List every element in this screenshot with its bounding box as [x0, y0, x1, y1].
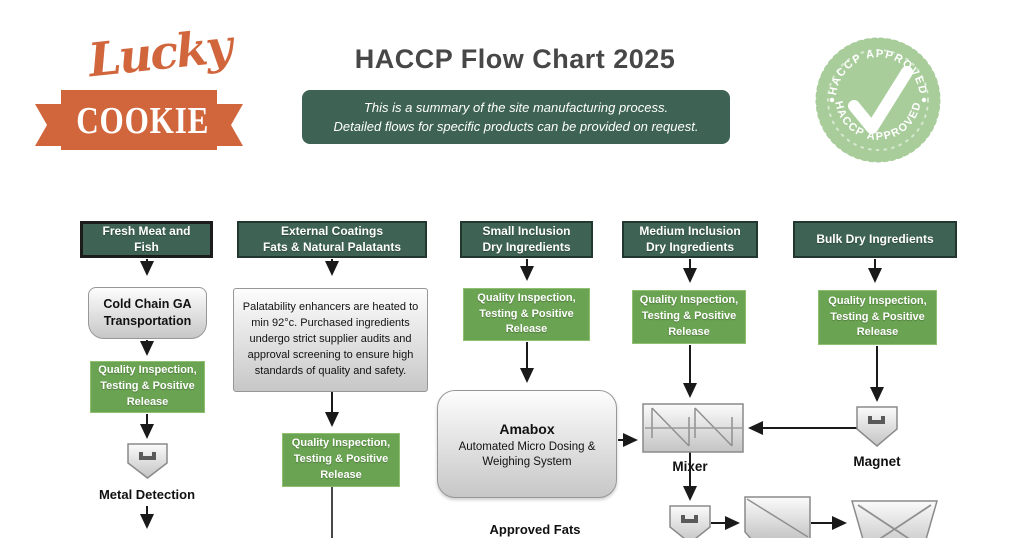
header-line: Medium Inclusion — [639, 223, 741, 238]
metal-detector-icon — [127, 443, 168, 479]
header-line: External Coatings — [280, 223, 384, 238]
amabox-subtitle-line2: Weighing System — [482, 455, 572, 468]
metal-detector-icon-2 — [669, 505, 711, 538]
haccp-approved-badge: HACCP APPROVED HACCP APPROVED — [815, 37, 941, 163]
metal-detection-label: Metal Detection — [98, 487, 196, 502]
sifter-icon — [744, 496, 811, 538]
summary-note-line2: Detailed flows for specific products can… — [333, 119, 699, 134]
ribbon-right-fork — [215, 104, 243, 146]
quality-inspection-box-2: Quality Inspection, Testing & Positive R… — [282, 433, 400, 487]
header-box-small-inclusion: Small Inclusion Dry Ingredients — [460, 221, 593, 258]
cold-chain-text: Cold Chain GA Transportation — [103, 297, 192, 328]
header-box-medium-inclusion: Medium Inclusion Dry Ingredients — [622, 221, 758, 258]
header-line: Dry Ingredients — [645, 239, 735, 254]
header-line: Fats & Natural Palatants — [262, 239, 402, 254]
amabox-title: Amabox — [499, 420, 555, 437]
amabox-box: Amabox Automated Micro Dosing & Weighing… — [437, 390, 617, 498]
header-line: Fresh Meat and — [102, 223, 191, 238]
palatability-note-box: Palatability enhancers are heated to min… — [233, 288, 428, 392]
quality-inspection-text: Quality Inspection, Testing & Positive R… — [828, 294, 927, 339]
quality-inspection-text: Quality Inspection, Testing & Positive R… — [639, 294, 739, 338]
badge-scalloped-edge — [815, 37, 941, 163]
header-box-fresh-meat-fish: Fresh Meat and Fish — [80, 221, 213, 258]
ribbon-left-fork — [35, 104, 63, 146]
magnet-icon — [856, 406, 898, 447]
summary-note: This is a summary of the site manufactur… — [302, 90, 730, 144]
header-box-bulk-dry: Bulk Dry Ingredients — [793, 221, 957, 258]
header-line: Dry Ingredients — [482, 239, 571, 254]
check-icon — [848, 66, 913, 134]
quality-inspection-box-5: Quality Inspection, Testing & Positive R… — [818, 290, 937, 345]
header-box-external-coatings: External Coatings Fats & Natural Palatan… — [237, 221, 427, 258]
header-line: Fish — [134, 239, 159, 254]
badge-separator-dot-right — [921, 97, 927, 103]
badge-separator-dot-left — [829, 97, 835, 103]
approved-fats-label: Approved Fats — [489, 522, 581, 537]
magnet-label: Magnet — [853, 454, 901, 469]
header-line: Bulk Dry Ingredients — [816, 231, 934, 246]
cookie-ribbon — [35, 90, 243, 150]
cold-chain-box: Cold Chain GA Transportation — [88, 287, 207, 339]
quality-inspection-box-1: Quality Inspection, Testing & Positive R… — [90, 361, 205, 413]
quality-inspection-text: Quality Inspection, Testing & Positive R… — [291, 437, 391, 481]
palatability-note-text: Palatability enhancers are heated to min… — [242, 301, 419, 377]
amabox-subtitle-line1: Automated Micro Dosing & — [458, 440, 596, 453]
summary-note-line1: This is a summary of the site manufactur… — [363, 99, 669, 115]
cookie-banner-text: COOKIE — [76, 100, 210, 142]
badge-dotted-ring — [827, 49, 929, 151]
mixer-icon — [642, 403, 744, 453]
quality-inspection-box-3: Quality Inspection, Testing & Positive R… — [463, 288, 590, 341]
header-line: Small Inclusion — [482, 223, 571, 238]
quality-inspection-text: Quality Inspection, Testing & Positive R… — [477, 291, 576, 336]
hopper-icon — [851, 500, 938, 538]
quality-inspection-text: Quality Inspection, Testing & Positive R… — [98, 364, 197, 408]
logo-script-text: Lucky — [85, 18, 234, 88]
page-title: HACCP Flow Chart 2025 — [354, 44, 676, 74]
mixer-label: Mixer — [672, 459, 708, 474]
ribbon-band — [61, 90, 217, 150]
quality-inspection-box-4: Quality Inspection, Testing & Positive R… — [632, 290, 746, 344]
